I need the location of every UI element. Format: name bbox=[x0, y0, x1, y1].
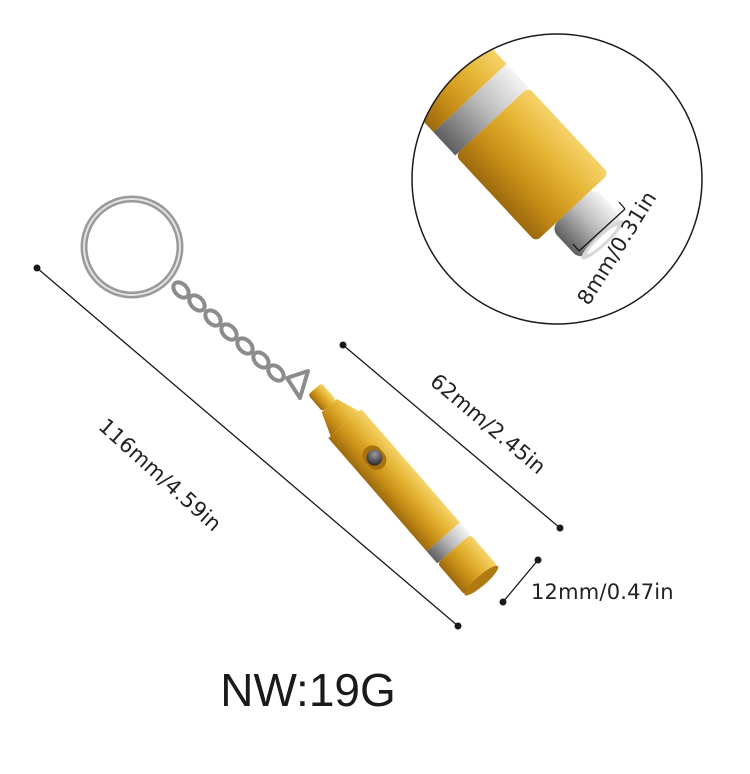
dimension-lines bbox=[33, 264, 564, 630]
key-ring bbox=[80, 195, 184, 299]
body-diameter-label: 12mm/0.47in bbox=[531, 580, 674, 604]
chain bbox=[171, 280, 310, 400]
cigar-cutter-body bbox=[309, 384, 499, 596]
detail-zoom-circle bbox=[411, 33, 703, 325]
net-weight-label: NW:19G bbox=[220, 664, 396, 716]
